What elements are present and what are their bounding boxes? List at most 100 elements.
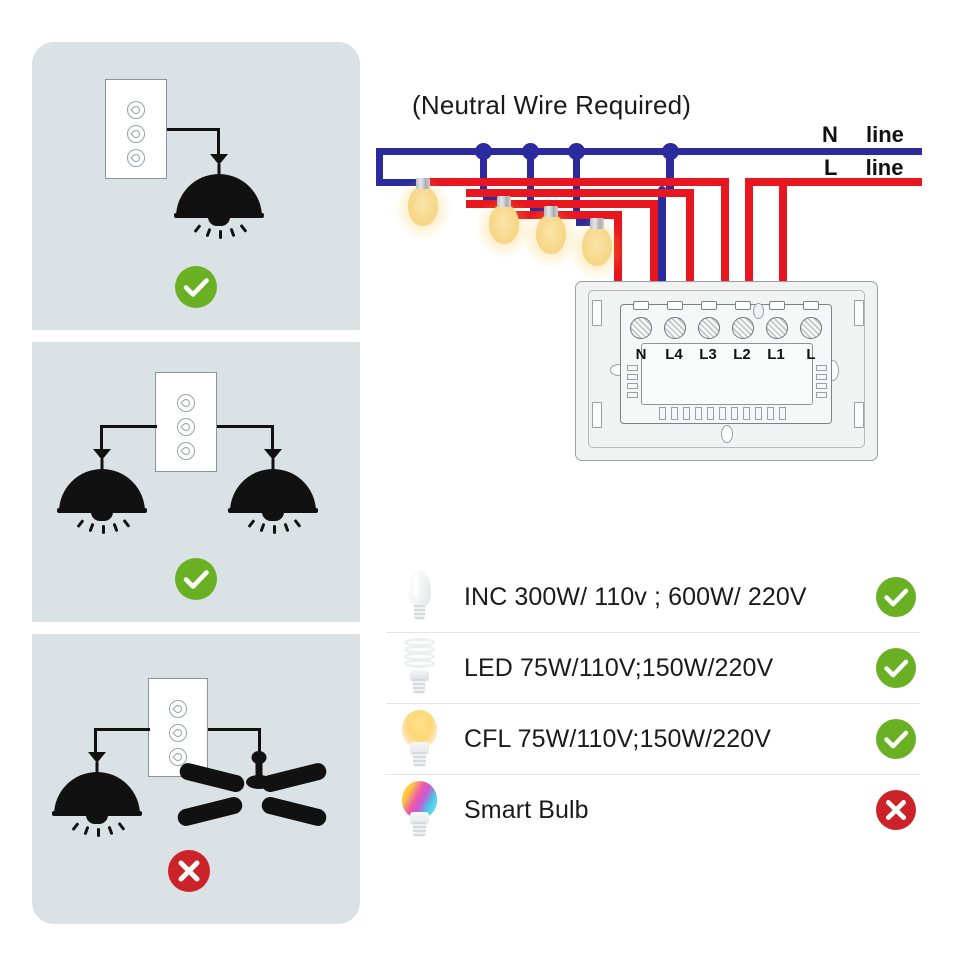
terminal-screw	[664, 317, 686, 339]
side-vent	[816, 392, 827, 398]
switch-button-1[interactable]	[169, 700, 187, 718]
neutral-line-label: N line	[822, 122, 904, 148]
switch-housing: N L4 L3 L2 L1 L	[575, 281, 878, 461]
panel-light-and-fan	[32, 634, 360, 924]
terminal-entry	[667, 301, 683, 310]
spiral-cfl-bulb-icon	[386, 635, 452, 701]
neutral-wire-note: (Neutral Wire Required)	[412, 90, 692, 120]
load-wire-left-horizontal	[100, 425, 157, 428]
compatibility-label: LED 75W/110V;150W/220V	[464, 653, 774, 682]
compatibility-row: CFL 75W/110V;150W/220V	[386, 703, 920, 774]
mounting-tab	[854, 402, 864, 428]
terminal-screw	[630, 317, 652, 339]
side-vent	[627, 392, 638, 398]
bulb-compatibility-list: INC 300W/ 110v ; 600W/ 220V LED 75W/110V…	[386, 562, 920, 845]
live-letter: L	[824, 155, 838, 180]
status-badge-ok	[876, 577, 916, 617]
filament-bulb	[523, 204, 579, 268]
switch-button-1[interactable]	[127, 101, 145, 119]
ceiling-light-icon	[52, 752, 142, 837]
status-badge-ok	[175, 558, 217, 600]
status-badge-ok	[876, 648, 916, 688]
ceiling-fan-icon	[175, 751, 334, 828]
housing-inner-frame	[588, 290, 865, 448]
live-bus-down	[779, 178, 787, 292]
neutral-junction-dot	[475, 143, 492, 160]
vent-slot	[671, 407, 678, 420]
load-wire-right-vertical	[271, 425, 274, 453]
live-feed-switch-down	[745, 178, 753, 292]
mounting-tab	[854, 300, 864, 326]
module-bottom-hole	[721, 425, 733, 443]
vent-slot	[695, 407, 702, 420]
filament-bulb	[395, 176, 451, 240]
live-feed-bulb2-down	[686, 189, 694, 292]
live-bus	[779, 178, 922, 186]
terminal-screw	[698, 317, 720, 339]
neutral-drop-bulb1-horizontal	[376, 179, 424, 186]
terminal-entry	[701, 301, 717, 310]
fan-blade	[177, 761, 247, 794]
load-wire-horizontal	[167, 128, 220, 131]
terminal-screw	[766, 317, 788, 339]
compatibility-label: INC 300W/ 110v ; 600W/ 220V	[464, 582, 807, 611]
switch-button-3[interactable]	[127, 149, 145, 167]
compatibility-row: INC 300W/ 110v ; 600W/ 220V	[386, 562, 920, 632]
live-feed-bulb3-down	[650, 200, 658, 292]
terminal-screw	[732, 317, 754, 339]
terminal-entry	[803, 301, 819, 310]
side-vent	[627, 365, 638, 371]
ceiling-light-icon	[57, 449, 147, 534]
neutral-word: line	[866, 122, 904, 147]
vent-slot	[659, 407, 666, 420]
terminal-label-l4: L4	[665, 346, 683, 363]
switch-button-1[interactable]	[177, 394, 195, 412]
mounting-tab	[592, 402, 602, 428]
terminal-label-n: N	[635, 346, 647, 363]
live-feed-switch-horizontal	[745, 178, 787, 186]
vent-slot	[683, 407, 690, 420]
neutral-drop-bulb3	[527, 152, 534, 182]
load-wire-left-vertical	[100, 425, 103, 453]
ceiling-light-icon	[174, 154, 264, 239]
terminal-label-l1: L1	[767, 346, 785, 363]
vent-slot	[731, 407, 738, 420]
side-vent	[816, 374, 827, 380]
switch-button-2[interactable]	[127, 125, 145, 143]
compatibility-label: CFL 75W/110V;150W/220V	[464, 724, 771, 753]
load-wire-right-horizontal	[208, 728, 261, 731]
mounting-tab	[592, 300, 602, 326]
terminal-label-l3: L3	[699, 346, 717, 363]
switch-plate	[148, 678, 208, 777]
switch-button-2[interactable]	[177, 418, 195, 436]
panel-one-light	[32, 42, 360, 330]
neutral-bus	[376, 148, 922, 155]
neutral-drop-bulb4	[573, 152, 580, 184]
filament-bulb	[476, 194, 532, 258]
switch-button-3[interactable]	[177, 442, 195, 460]
switch-button-3[interactable]	[169, 748, 187, 766]
fan-blade	[175, 795, 245, 828]
fan-blade	[259, 795, 329, 828]
switch-plate	[105, 79, 167, 179]
vent-slot	[743, 407, 750, 420]
switch-button-2[interactable]	[169, 724, 187, 742]
vent-slot	[779, 407, 786, 420]
ceiling-light-icon	[228, 449, 318, 534]
terminal-module: N L4 L3 L2 L1 L	[620, 301, 832, 443]
live-feed-bulb2-horizontal	[466, 189, 694, 197]
neutral-drop-bulb2	[480, 152, 487, 180]
switch-plate	[155, 372, 217, 472]
live-feed-bulb1-horizontal	[424, 178, 729, 186]
compatibility-row: Smart Bulb	[386, 774, 920, 845]
terminal-label-l: L	[806, 346, 816, 363]
neutral-junction-dot	[568, 143, 585, 160]
load-wire-left-vertical	[94, 728, 97, 756]
warm-a-bulb-icon	[386, 706, 452, 772]
status-badge-bad	[876, 790, 916, 830]
load-wire-left-horizontal	[94, 728, 150, 731]
live-feed-bulb3-horizontal	[466, 200, 658, 208]
neutral-to-switch-lower	[658, 222, 666, 292]
filament-bulb	[569, 216, 625, 280]
